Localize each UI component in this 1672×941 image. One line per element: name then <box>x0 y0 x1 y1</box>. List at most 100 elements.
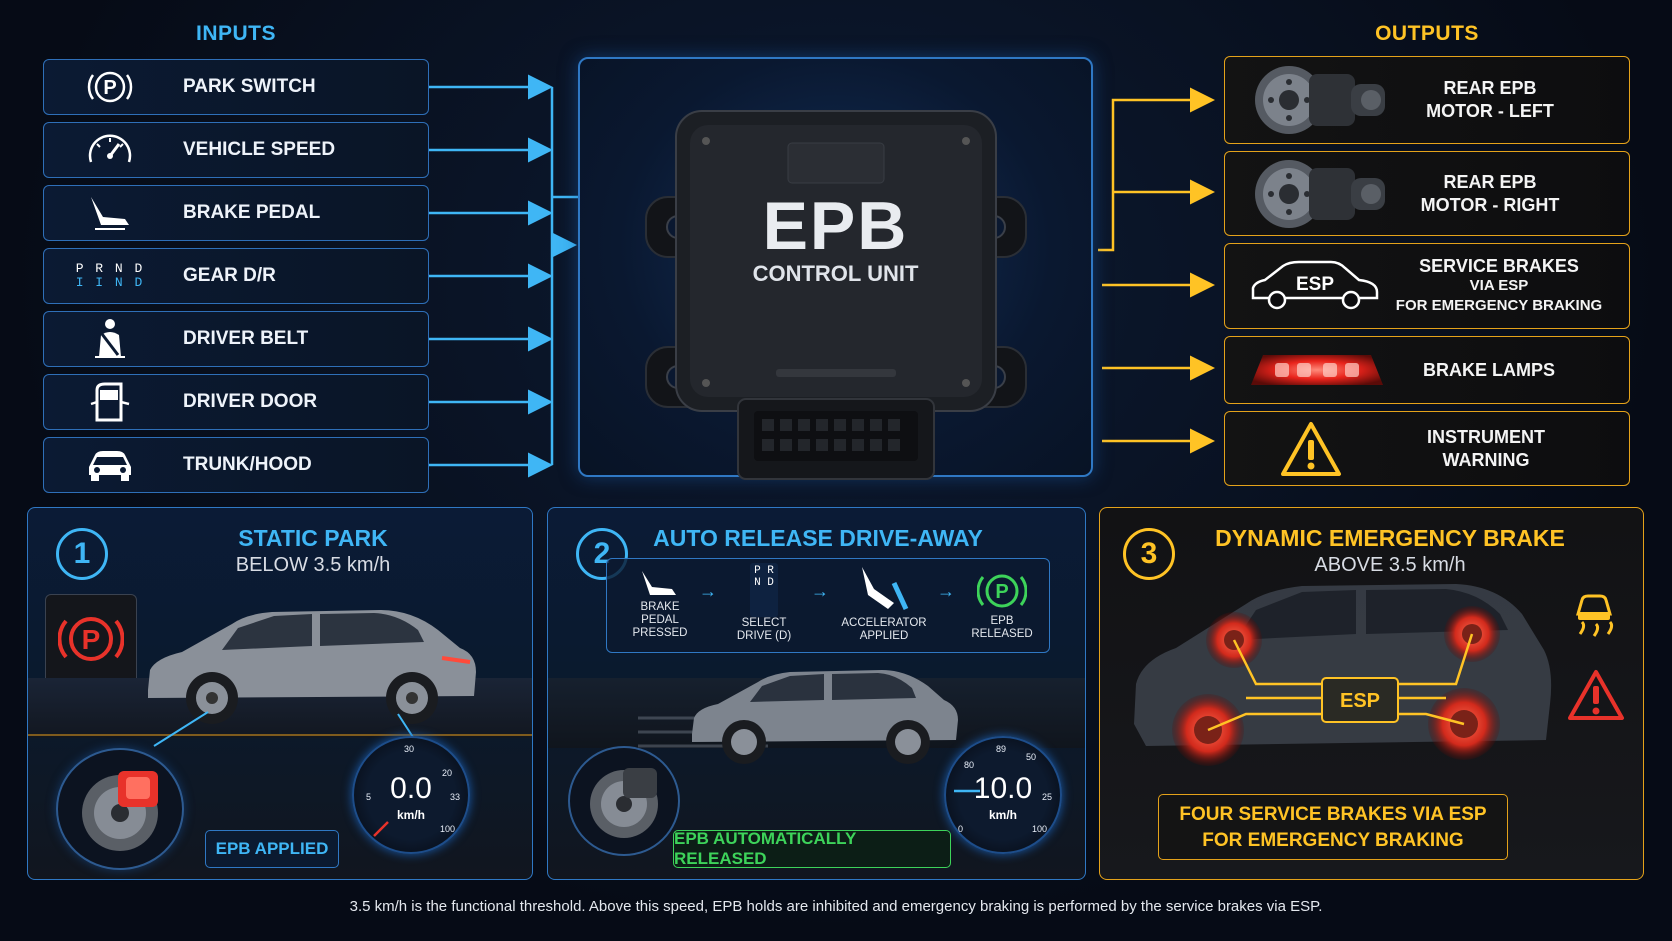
scenario-number: 1 <box>56 528 108 580</box>
step-arrow-icon: → <box>811 581 829 601</box>
gauge-tick: 80 <box>964 760 975 770</box>
step-line2: PEDAL <box>641 614 679 626</box>
inputs-title: INPUTS <box>195 22 276 45</box>
brake-caliper-icon <box>1255 159 1385 228</box>
accelerator-pedal-icon <box>862 567 909 611</box>
output-line2: MOTOR - RIGHT <box>1420 194 1560 215</box>
output-line2: MOTOR - LEFT <box>1426 101 1554 121</box>
input-label: GEAR D/R <box>183 265 276 286</box>
gear-selector-icon: P R N D I I N D <box>75 262 145 290</box>
input-driver-belt: DRIVER BELT <box>43 311 429 367</box>
input-driver-door: DRIVER DOOR <box>43 374 429 430</box>
ecu-panel: EPB CONTROL UNIT <box>578 57 1093 480</box>
input-trunk-hood: TRUNK/HOOD <box>43 437 429 493</box>
car-front-icon <box>75 445 145 485</box>
step-line2: APPLIED <box>859 630 909 642</box>
input-label: PARK SWITCH <box>183 76 316 97</box>
step-line1: BRAKE <box>640 601 680 613</box>
brake-disc-released <box>568 746 680 856</box>
outputs-title: OUTPUTS <box>1375 22 1479 45</box>
gauge-tick: 50 <box>1026 752 1037 762</box>
speed-unit: km/h <box>988 808 1017 822</box>
svg-text:P: P <box>995 581 1008 603</box>
epb-released-tag: EPB AUTOMATICALLY RELEASED <box>673 829 951 868</box>
brake-pedal-icon <box>642 571 676 595</box>
gear-letters-top: P R N D <box>75 261 145 276</box>
gauge-tick: 30 <box>404 744 415 754</box>
scenario-subtitle: ABOVE 3.5 km/h <box>1314 554 1466 576</box>
output-line1: INSTRUMENT <box>1427 426 1545 447</box>
brake-pedal-icon <box>75 193 145 233</box>
output-line1: REAR EPB <box>1443 78 1537 98</box>
stability-control-icon <box>1576 594 1614 637</box>
scenario-title: STATIC PARK <box>238 525 388 551</box>
suv-xray-image: ESP <box>1134 584 1552 766</box>
four-service-brakes-tag: FOUR SERVICE BRAKES VIA ESP FOR EMERGENC… <box>1158 794 1508 860</box>
suv-moving-image <box>638 670 958 764</box>
gauge-tick: 20 <box>442 768 453 778</box>
step-select-drive: P R N D SELECT DRIVE (D) <box>719 563 809 643</box>
input-label: VEHICLE SPEED <box>183 139 336 160</box>
output-line2: WARNING <box>1442 449 1530 470</box>
scenario-static-park: 1 STATIC PARK BELOW 3.5 km/h P 30 20 5 3… <box>27 507 533 880</box>
step-line2: RELEASED <box>971 628 1033 640</box>
input-vehicle-speed: VEHICLE SPEED <box>43 122 429 178</box>
step-line1: SELECT <box>741 617 787 629</box>
input-label: BRAKE PEDAL <box>183 202 321 223</box>
warning-triangle-icon <box>1281 421 1341 476</box>
scenario-dynamic-emergency: 3 DYNAMIC EMERGENCY BRAKE ABOVE 3.5 km/h… <box>1099 507 1644 880</box>
release-steps: BRAKE PEDAL PRESSED → P R N D SELECT DRI… <box>606 558 1050 653</box>
speed-value: 10.0 <box>973 772 1033 805</box>
gauge-tick: 25 <box>1042 792 1053 802</box>
esp-unit-label: ESP <box>1340 690 1380 712</box>
suv-image <box>148 610 476 724</box>
ecu-module-image <box>645 110 1027 480</box>
gauge-tick: 100 <box>1032 824 1048 834</box>
park-warning-icon: P <box>58 617 124 661</box>
input-brake-pedal: BRAKE PEDAL <box>43 185 429 241</box>
scenario-auto-release: 2 AUTO RELEASE DRIVE-AWAY BRAKE PEDAL PR… <box>547 507 1086 880</box>
step-line3: PRESSED <box>632 627 688 639</box>
output-rear-epb-right: REAR EPB MOTOR - RIGHT <box>1224 151 1630 236</box>
gear-letters: P R N D <box>750 563 778 617</box>
output-line1: BRAKE LAMPS <box>1422 359 1555 380</box>
footnote: 3.5 km/h is the functional threshold. Ab… <box>349 898 1323 915</box>
input-park-switch: P PARK SWITCH <box>43 59 429 115</box>
svg-text:P: P <box>82 624 101 655</box>
gauge-tick: 0 <box>958 824 964 834</box>
input-label: TRUNK/HOOD <box>183 454 312 475</box>
tag-line2: FOR EMERGENCY BRAKING <box>1202 830 1464 851</box>
step-line1: ACCELERATOR <box>841 617 927 629</box>
gear-letters-bottom: I I N D <box>75 275 145 290</box>
step-line2: DRIVE (D) <box>736 630 792 642</box>
car-door-icon <box>75 380 145 424</box>
park-p-icon: P <box>75 67 145 107</box>
park-released-icon: P <box>977 574 1027 608</box>
step-arrow-icon: → <box>937 581 955 601</box>
output-line2: VIA ESP <box>1469 277 1529 294</box>
output-rear-epb-left: REAR EPB MOTOR - LEFT <box>1224 56 1630 144</box>
tag-line1: FOUR SERVICE BRAKES VIA ESP <box>1179 804 1487 825</box>
input-label: DRIVER DOOR <box>183 391 318 412</box>
gauge-needle <box>954 789 980 793</box>
output-line3: FOR EMERGENCY BRAKING <box>1395 297 1603 314</box>
ecu-title: EPB <box>762 188 909 264</box>
speed-gauge: 80 89 50 25 100 0 10.0 km/h <box>944 736 1062 854</box>
park-brake-indicator: P <box>45 594 137 684</box>
step-brake-pedal: BRAKE PEDAL PRESSED <box>615 567 705 640</box>
brake-disc-applied <box>56 748 184 870</box>
step-epb-released: P EPB RELEASED <box>957 567 1047 641</box>
speedometer-icon <box>75 130 145 170</box>
brake-caliper-icon <box>1255 66 1385 134</box>
seat-belt-icon <box>75 317 145 361</box>
epb-applied-tag: EPB APPLIED <box>205 830 339 868</box>
speed-gauge: 30 20 5 33 100 0.0 km/h <box>352 736 470 854</box>
step-line1: EPB <box>990 615 1014 627</box>
gauge-tick: 89 <box>996 744 1007 754</box>
gauge-tick: 33 <box>450 792 461 802</box>
ecu-subtitle: CONTROL UNIT <box>752 261 919 286</box>
output-line1: REAR EPB <box>1443 171 1537 192</box>
step-accelerator: ACCELERATOR APPLIED <box>829 563 939 643</box>
brake-caliper-icon <box>590 768 658 838</box>
